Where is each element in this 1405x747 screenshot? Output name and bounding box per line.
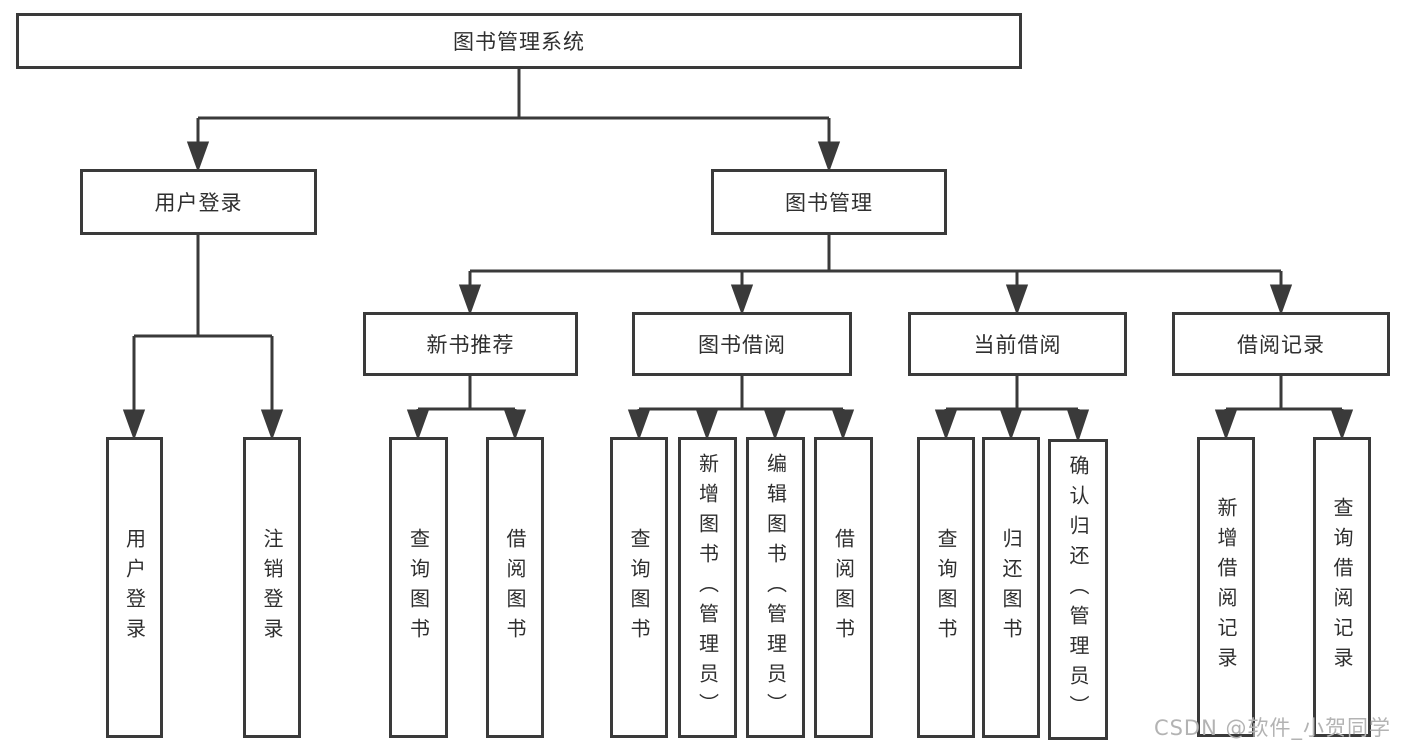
branch-book-borrowing: [627, 376, 855, 441]
leaf-return-books: 归还图书: [982, 437, 1040, 738]
node-root: 图书管理系统: [16, 13, 1022, 69]
csdn-watermark: CSDN @软件_小贺同学: [1153, 716, 1391, 740]
branch-new-book-recommendation: [406, 376, 527, 441]
node-current-borrowing: 当前借阅: [908, 312, 1127, 376]
leaf-user-login: 用户登录: [106, 437, 163, 738]
leaf-confirm-return-admin: 确认归还（管理员）: [1048, 439, 1108, 740]
branch-borrowing-records: [1214, 376, 1354, 441]
branch-book-management: [458, 235, 1293, 316]
leaf-add-books-admin: 新增图书（管理员）: [678, 437, 737, 738]
branch-current-borrowing: [934, 376, 1090, 443]
branch-user-login: [122, 235, 284, 441]
node-book-borrowing: 图书借阅: [632, 312, 852, 376]
leaf-query-books-borrowing: 查询图书: [610, 437, 668, 738]
node-book-management: 图书管理: [711, 169, 947, 235]
node-user-login: 用户登录: [80, 169, 317, 235]
leaf-query-books-current: 查询图书: [917, 437, 975, 738]
leaf-logout: 注销登录: [243, 437, 301, 738]
leaf-query-borrow-record: 查询借阅记录: [1313, 437, 1371, 737]
leaf-query-books-recommend: 查询图书: [389, 437, 448, 738]
branch-root: [186, 69, 841, 173]
leaf-borrow-books-recommend: 借阅图书: [486, 437, 544, 738]
leaf-borrow-books: 借阅图书: [814, 437, 873, 738]
leaf-add-borrow-record: 新增借阅记录: [1197, 437, 1255, 737]
node-borrowing-records: 借阅记录: [1172, 312, 1390, 376]
leaf-edit-books-admin: 编辑图书（管理员）: [746, 437, 805, 738]
node-new-book-recommendation: 新书推荐: [363, 312, 578, 376]
